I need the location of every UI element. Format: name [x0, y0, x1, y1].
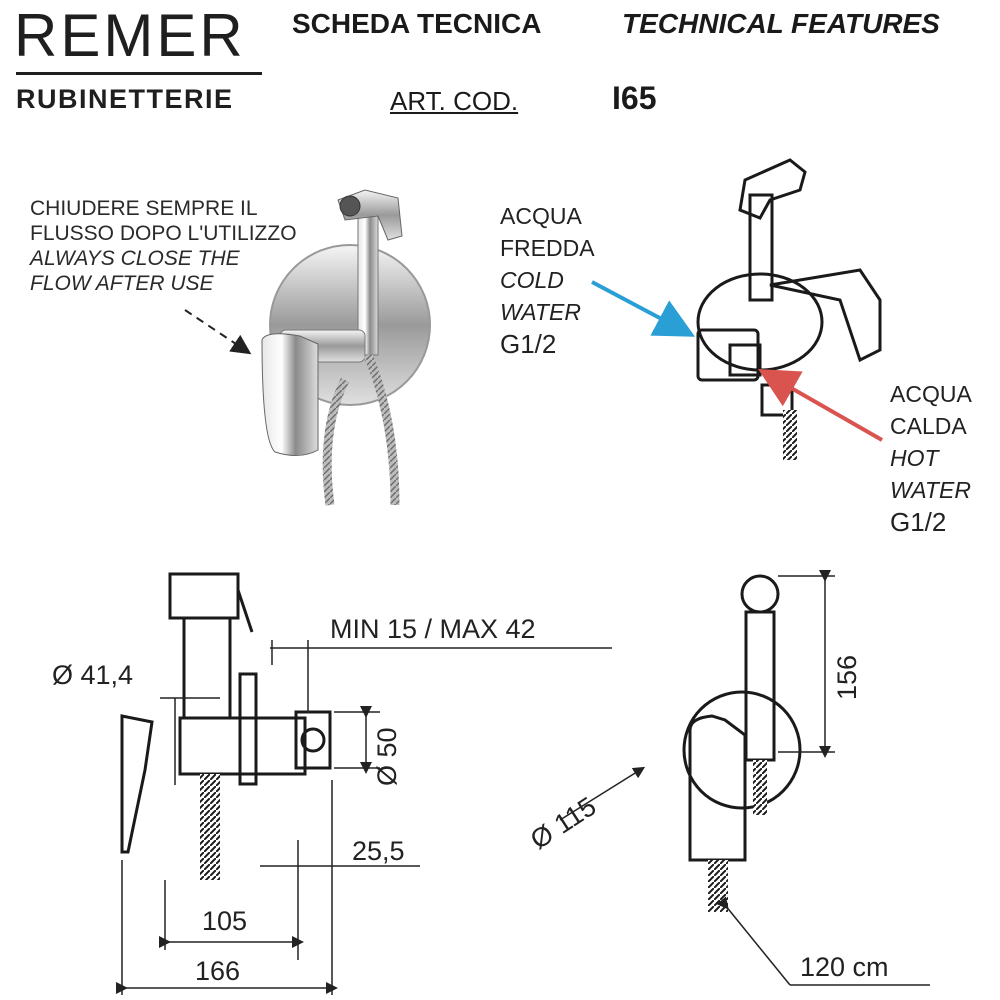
brand-logo: REMER — [14, 2, 246, 69]
dim-leader-115 — [559, 766, 646, 821]
hot-line: WATER — [890, 477, 971, 503]
cold-water-label: ACQUA FREDDA COLD WATER G1/2 — [500, 200, 595, 360]
note-line: CHIUDERE SEMPRE IL — [30, 197, 258, 220]
dim-25-label: 25,5 — [352, 836, 405, 866]
front-plate — [682, 690, 802, 810]
cold-thread: G1/2 — [500, 329, 557, 359]
photo-lever — [261, 333, 319, 456]
note-arrow — [184, 309, 252, 355]
front-view — [682, 574, 802, 912]
hot-line: ACQUA — [890, 381, 972, 407]
hot-line: HOT — [890, 445, 939, 471]
dim-diameter-41-label: Ø 41,4 — [52, 660, 134, 690]
dim-166-label: 166 — [195, 956, 241, 986]
dim-leader-hose — [716, 896, 791, 986]
note-line: FLUSSO DOPO L'UTILIZZO — [30, 222, 297, 245]
rear-shower-head — [738, 158, 807, 220]
rear-inlet-box — [696, 328, 760, 382]
hot-line: CALDA — [890, 413, 967, 439]
side-plate — [238, 672, 258, 786]
dim-hose-label: 120 cm — [800, 952, 889, 982]
rear-view — [696, 158, 882, 460]
rear-pipe — [748, 193, 774, 302]
title-italian: SCHEDA TECNICA — [292, 8, 542, 39]
cold-line: WATER — [500, 299, 581, 325]
cold-line: FREDDA — [500, 235, 595, 261]
article-code-label: ART. COD. — [390, 86, 519, 116]
rear-lever — [769, 268, 882, 363]
brand-divider — [16, 72, 262, 75]
side-shower-head — [168, 572, 240, 620]
dim-156-label: 156 — [832, 654, 862, 700]
note-line: FLOW AFTER USE — [30, 272, 214, 295]
brand-subtitle: RUBINETTERIE — [16, 84, 234, 114]
side-view — [120, 572, 332, 880]
cold-line: ACQUA — [500, 203, 582, 229]
photo-hose-2 — [363, 353, 400, 506]
cold-line: COLD — [500, 267, 564, 293]
side-dimensions — [116, 640, 612, 995]
photo-hose — [322, 377, 350, 506]
side-pipe — [182, 616, 232, 720]
note-line: ALWAYS CLOSE THE — [30, 247, 240, 270]
dim-diameter-50-label: Ø 50 — [372, 727, 402, 786]
title-english: TECHNICAL FEATURES — [622, 8, 940, 39]
dim-105-label: 105 — [202, 906, 248, 936]
front-dimensions — [559, 570, 930, 986]
hot-water-label: ACQUA CALDA HOT WATER G1/2 — [890, 378, 972, 538]
dim-min-max-label: MIN 15 / MAX 42 — [330, 614, 536, 644]
side-inlet — [294, 710, 332, 770]
side-trigger — [236, 589, 254, 633]
hot-thread: G1/2 — [890, 507, 947, 537]
front-head — [740, 574, 780, 614]
article-code: I65 — [612, 80, 657, 116]
front-lever — [688, 714, 747, 862]
usage-note: CHIUDERE SEMPRE IL FLUSSO DOPO L'UTILIZZ… — [30, 196, 310, 296]
side-body — [178, 716, 307, 776]
photo-nozzle — [339, 195, 361, 217]
front-pipe — [744, 610, 776, 762]
side-inlet-hole — [300, 727, 326, 753]
product-photo — [261, 189, 431, 506]
rear-inlet-hot — [728, 343, 762, 377]
side-lever — [120, 714, 154, 854]
hot-water-arrow — [758, 369, 883, 442]
cold-water-arrow — [591, 280, 696, 337]
